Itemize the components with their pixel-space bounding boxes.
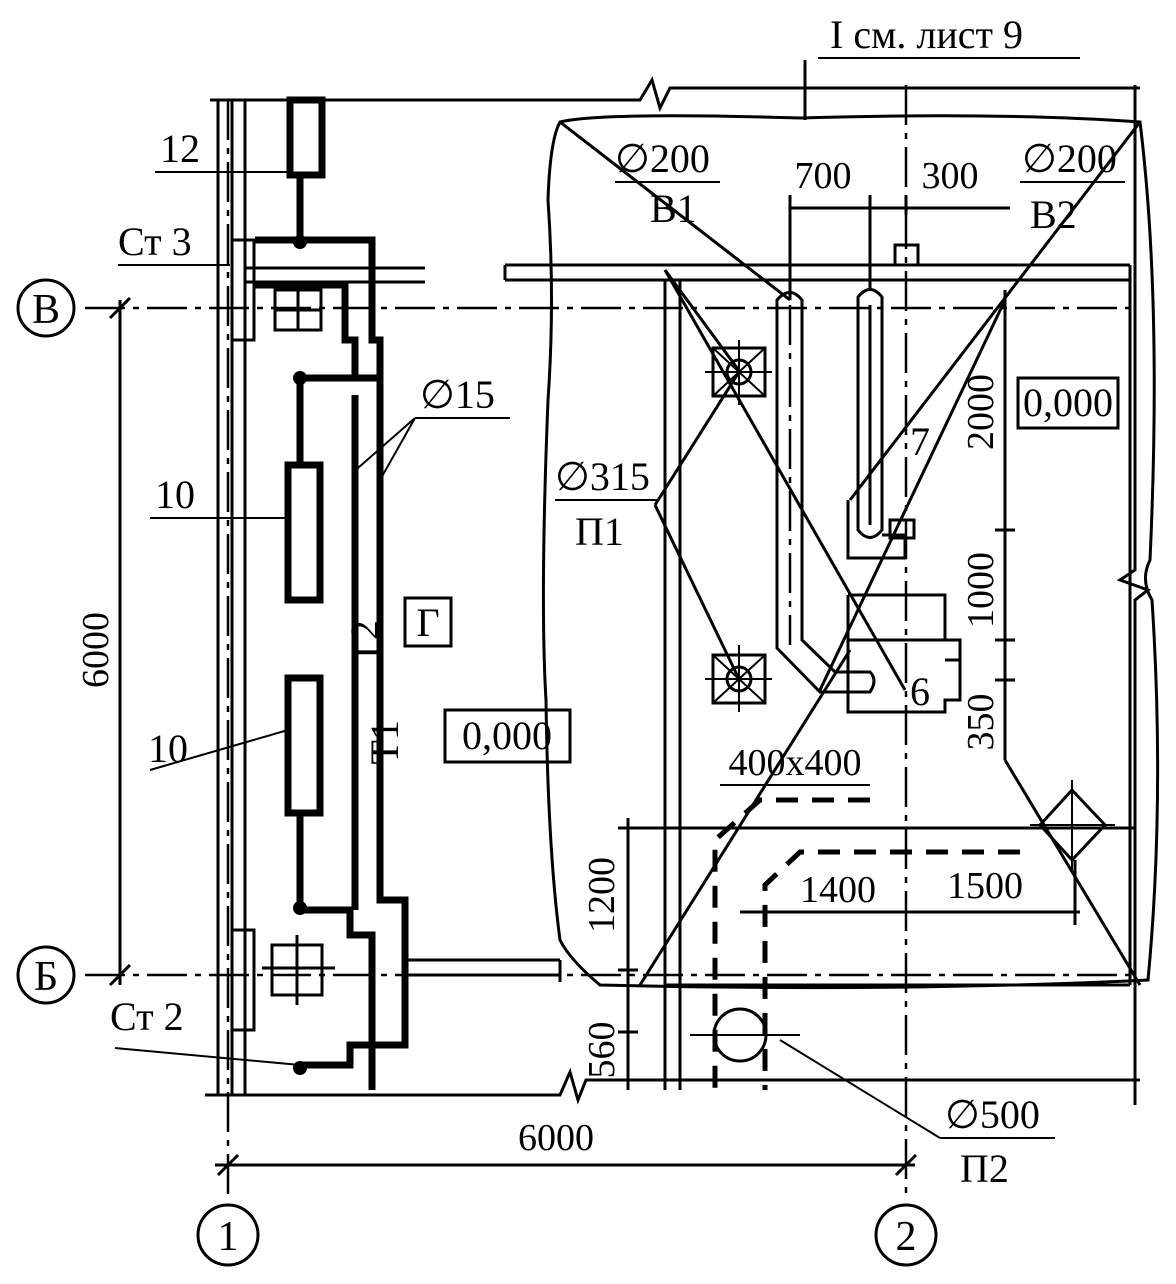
dimension-lines <box>108 85 1152 1177</box>
axis-bubble-b: Б <box>16 945 76 1005</box>
pipe-t1 <box>255 236 409 1090</box>
label-v1: В1 <box>650 186 697 231</box>
label-item-10-lower: 10 <box>148 726 188 771</box>
label-d15: ∅15 <box>420 372 495 417</box>
dim-350: 350 <box>960 694 1002 751</box>
axis-bubble-2: 2 <box>874 1203 938 1267</box>
dim-1500: 1500 <box>947 865 1023 907</box>
detail-cloud-outline <box>541 114 1160 990</box>
walls <box>205 76 1140 1105</box>
trench-outline <box>712 797 1020 1090</box>
label-p1-diam: ∅315 <box>555 454 650 499</box>
dim-1200: 1200 <box>581 857 623 933</box>
svg-text:В: В <box>32 287 60 333</box>
label-v1-diam: ∅200 <box>615 136 710 181</box>
axis-lines <box>85 85 1135 1200</box>
riser-st3 <box>255 281 359 378</box>
label-v2: В2 <box>1030 192 1077 237</box>
label-st3: Ст 3 <box>118 219 192 264</box>
label-t2: Т2 <box>342 620 387 664</box>
label-underlines <box>114 57 1125 1139</box>
pipe-v1 <box>775 291 876 694</box>
label-t1: Т1 <box>362 720 407 764</box>
svg-text:1: 1 <box>218 1214 239 1260</box>
axis-bubble-v: В <box>16 278 76 338</box>
room-g-box: Г <box>403 596 453 648</box>
well-p2 <box>690 1007 800 1063</box>
label-item-6: 6 <box>910 669 930 714</box>
sheet-reference: I см. лист 9 <box>830 12 1023 57</box>
pipe-v2 <box>846 288 916 560</box>
label-p1: П1 <box>575 509 624 554</box>
dim-1400: 1400 <box>800 869 876 911</box>
label-p2-diam: ∅500 <box>945 1092 1040 1137</box>
label-item-7: 7 <box>910 419 930 464</box>
dim-700: 700 <box>795 155 852 197</box>
svg-text:2: 2 <box>896 1214 917 1260</box>
label-v2-diam: ∅200 <box>1022 136 1117 181</box>
svg-text:0,000: 0,000 <box>462 713 552 758</box>
v2-box <box>893 243 920 265</box>
dim-300: 300 <box>922 155 979 197</box>
equipment-6 <box>846 593 962 714</box>
equipment-12 <box>286 96 326 240</box>
equipment-10-upper <box>284 374 380 604</box>
dim-6000-vertical: 6000 <box>75 612 117 688</box>
axis-bubble-1: 1 <box>196 1203 260 1267</box>
pipe-joints <box>293 235 307 1075</box>
svg-text:0,000: 0,000 <box>1023 380 1113 425</box>
dim-6000-horizontal: 6000 <box>518 1117 594 1159</box>
dim-400x400: 400х400 <box>729 742 862 784</box>
riser-st2 <box>262 906 376 1069</box>
level-box-right: 0,000 <box>1016 376 1120 430</box>
dim-560: 560 <box>581 1022 623 1079</box>
level-box-left: 0,000 <box>443 708 572 764</box>
label-item-12: 12 <box>160 126 200 171</box>
equipment-10-lower <box>284 674 324 910</box>
svg-text:Г: Г <box>416 600 439 645</box>
label-item-10-upper: 10 <box>155 472 195 517</box>
leader-lines <box>559 60 1142 986</box>
dim-2000: 2000 <box>960 374 1002 450</box>
svg-text:Б: Б <box>34 954 58 1000</box>
dim-1000: 1000 <box>960 552 1002 628</box>
label-p2: П2 <box>960 1146 1009 1191</box>
label-st2: Ст 2 <box>110 994 184 1039</box>
